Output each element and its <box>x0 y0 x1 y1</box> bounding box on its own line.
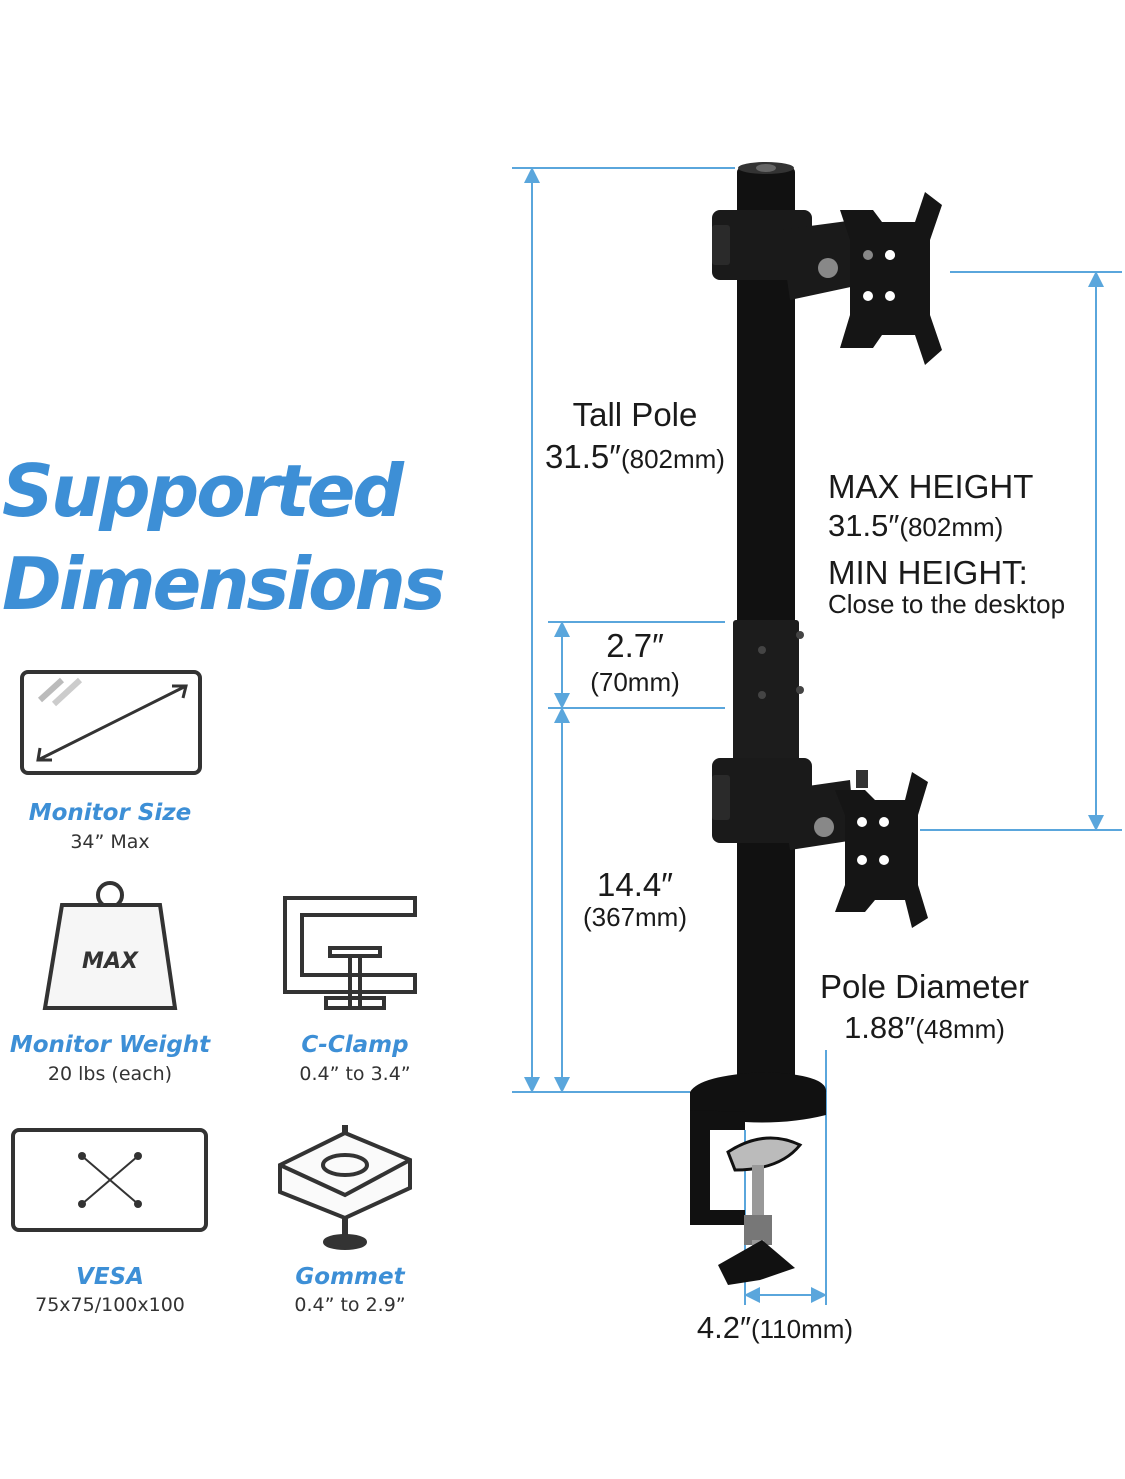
grommet-icon <box>278 1125 412 1250</box>
weight-icon <box>42 881 178 1010</box>
heading-line-2: Dimensions <box>2 542 446 626</box>
max-height-value: 31.5″ <box>828 508 900 543</box>
clamp-width-value: 4.2″ <box>696 1310 751 1345</box>
upper-arm <box>780 220 860 300</box>
clamp-width-mm: (110mm) <box>750 1314 854 1344</box>
c-clamp <box>690 1110 745 1225</box>
min-height-label: MIN HEIGHT: <box>828 554 1028 591</box>
c-clamp-icon <box>283 896 417 1010</box>
vesa-value: 75x75/100x100 <box>35 1294 185 1316</box>
weight-icon-text: MAX <box>82 949 139 974</box>
base-plate <box>690 1072 827 1123</box>
arm-gap-mm: (70mm) <box>590 667 680 697</box>
pole-diameter-label: Pole Diameter <box>819 968 1030 1005</box>
c-clamp-value: 0.4” to 3.4” <box>299 1063 411 1085</box>
max-height-label: MAX HEIGHT <box>828 468 1034 505</box>
monitor-stand <box>690 162 942 1285</box>
heading-line-1: Supported <box>2 449 404 533</box>
max-height-measure: 31.5″(802mm) <box>828 508 1003 544</box>
lower-vesa-plate <box>835 772 928 928</box>
vesa-label: VESA <box>76 1264 144 1290</box>
upper-vesa-plate <box>840 192 942 365</box>
tall-pole-mm: (802mm) <box>620 444 725 474</box>
clamp-knob <box>718 1240 795 1285</box>
monitor-size-label: Monitor Size <box>28 800 192 826</box>
grommet-value: 0.4” to 2.9” <box>294 1294 406 1316</box>
pole-diameter-measure: 1.88″(48mm) <box>812 1010 1037 1046</box>
monitor-size-icon <box>20 670 202 775</box>
lower-section-value: 14.4″ <box>597 866 673 903</box>
grommet-label: Gommet <box>295 1264 405 1290</box>
lower-section-mm: (367mm) <box>582 902 687 932</box>
tall-pole-label: Tall Pole <box>572 396 698 433</box>
monitor-size-value: 34” Max <box>70 831 150 853</box>
arm-gap-value: 2.7″ <box>606 627 664 664</box>
vesa-icon <box>11 1128 208 1232</box>
lower-arm <box>780 780 855 850</box>
clamp-width-measure: 4.2″(110mm) <box>680 1310 870 1346</box>
min-height-note: Close to the desktop <box>828 589 1066 619</box>
dimension-lines <box>512 167 1122 1305</box>
c-clamp-label: C-Clamp <box>301 1032 409 1058</box>
pole-diameter-mm: (48mm) <box>915 1014 1005 1044</box>
max-height-mm: (802mm) <box>899 512 1004 542</box>
tall-pole-measure: 31.5″(802mm) <box>535 438 735 476</box>
tall-pole-value: 31.5″ <box>545 438 621 475</box>
pole-diameter-value: 1.88″ <box>844 1010 916 1045</box>
monitor-weight-label: Monitor Weight <box>9 1032 211 1058</box>
monitor-weight-value: 20 lbs (each) <box>47 1063 173 1085</box>
